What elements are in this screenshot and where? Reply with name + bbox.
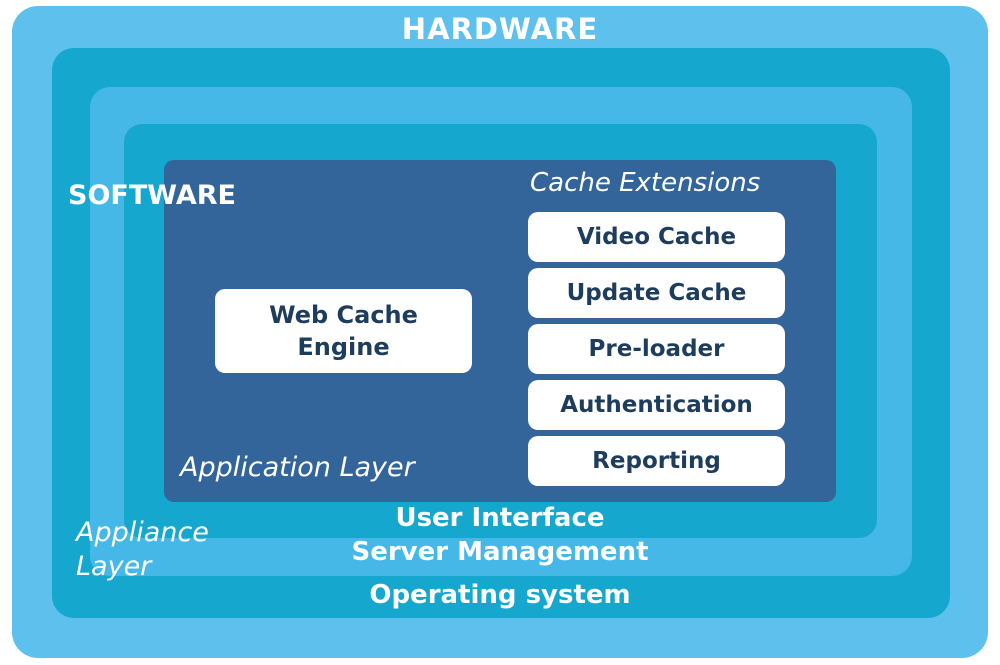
pre-loader-box: Pre-loader bbox=[528, 324, 785, 374]
video-cache-box: Video Cache bbox=[528, 212, 785, 262]
user-interface-label: User Interface bbox=[395, 503, 605, 533]
appliance-layer-label: Appliance Layer bbox=[76, 517, 209, 582]
cache-extensions-title: Cache Extensions bbox=[530, 168, 761, 198]
update-cache-box: Update Cache bbox=[528, 268, 785, 318]
hardware-label: HARDWARE bbox=[401, 12, 599, 46]
server-management-label: Server Management bbox=[351, 537, 649, 567]
software-label: SOFTWARE bbox=[68, 180, 236, 211]
web-cache-engine-box: Web Cache Engine bbox=[215, 289, 472, 373]
operating-system-label: Operating system bbox=[369, 580, 631, 610]
authentication-box: Authentication bbox=[528, 380, 785, 430]
application-layer-label: Application Layer bbox=[180, 452, 415, 483]
reporting-box: Reporting bbox=[528, 436, 785, 486]
